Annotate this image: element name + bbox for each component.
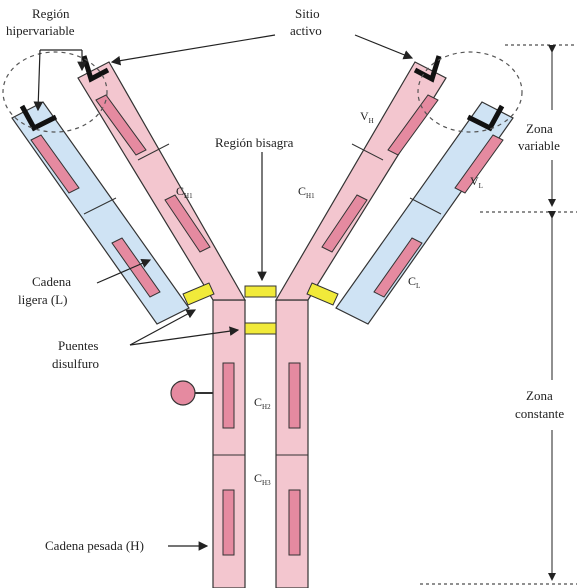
label-puentes-2: disulfuro (52, 356, 99, 371)
carbohydrate-icon (171, 381, 213, 405)
label-ch1-left: CH1 (176, 184, 193, 200)
label-cadena-ligera-2: ligera (L) (18, 292, 67, 307)
heavy-chain-arm-right (276, 62, 446, 300)
label-cadena-ligera-1: Cadena (32, 274, 71, 289)
label-region-hipervariable-2: hipervariable (6, 23, 75, 38)
label-zona-variable-2: variable (518, 138, 560, 153)
label-zona-constante-1: Zona (526, 388, 553, 403)
label-cl: CL (408, 274, 420, 290)
label-ch2: CH2 (254, 395, 271, 411)
label-puentes-1: Puentes (58, 338, 98, 353)
label-cadena-pesada: Cadena pesada (H) (45, 538, 144, 553)
disulfide-bridges (183, 283, 338, 334)
label-vh: VH (360, 109, 374, 125)
label-region-hipervariable-1: Región (32, 6, 70, 21)
label-ch1-right: CH1 (298, 184, 315, 200)
label-region-bisagra: Región bisagra (215, 135, 294, 150)
label-zona-constante-2: constante (515, 406, 564, 421)
label-sitio-activo-2: activo (290, 23, 322, 38)
label-vl: VL (470, 174, 483, 190)
label-zona-variable-1: Zona (526, 121, 553, 136)
label-ch3: CH3 (254, 471, 271, 487)
label-sitio-activo-1: Sitio (295, 6, 320, 21)
